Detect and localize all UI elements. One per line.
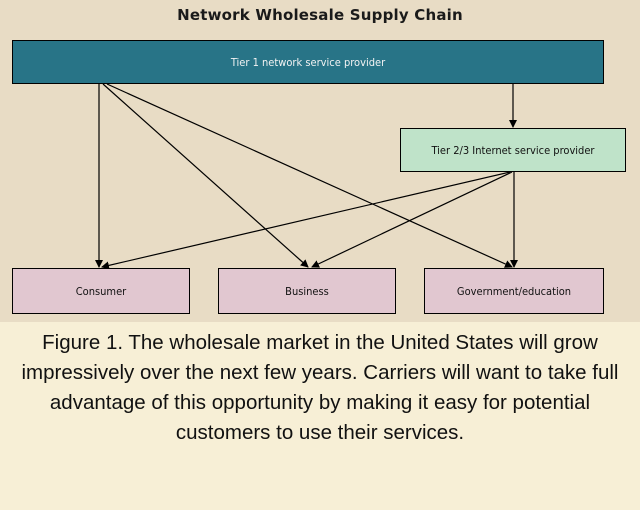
business-label: Business	[285, 284, 329, 298]
consumer-box: Consumer	[12, 268, 190, 314]
tier23-provider-box: Tier 2/3 Internet service provider	[400, 128, 626, 172]
figure-caption: Figure 1. The wholesale market in the Un…	[21, 331, 619, 444]
tier1-provider-label: Tier 1 network service provider	[230, 55, 386, 69]
edge-tier1-business	[102, 83, 309, 268]
tier23-provider-label: Tier 2/3 Internet service provider	[431, 143, 595, 157]
diagram-title: Network Wholesale Supply Chain	[177, 6, 463, 24]
government-education-box: Government/education	[424, 268, 604, 314]
edge-tier1-government	[106, 83, 513, 268]
supply-chain-diagram: Network Wholesale Supply Chain Tier	[0, 0, 640, 322]
government-education-label: Government/education	[456, 284, 572, 298]
business-box: Business	[218, 268, 396, 314]
consumer-label: Consumer	[75, 284, 127, 298]
tier1-provider-box: Tier 1 network service provider	[12, 40, 604, 84]
edge-tier23-business	[311, 171, 513, 268]
edge-tier23-consumer	[101, 171, 511, 270]
